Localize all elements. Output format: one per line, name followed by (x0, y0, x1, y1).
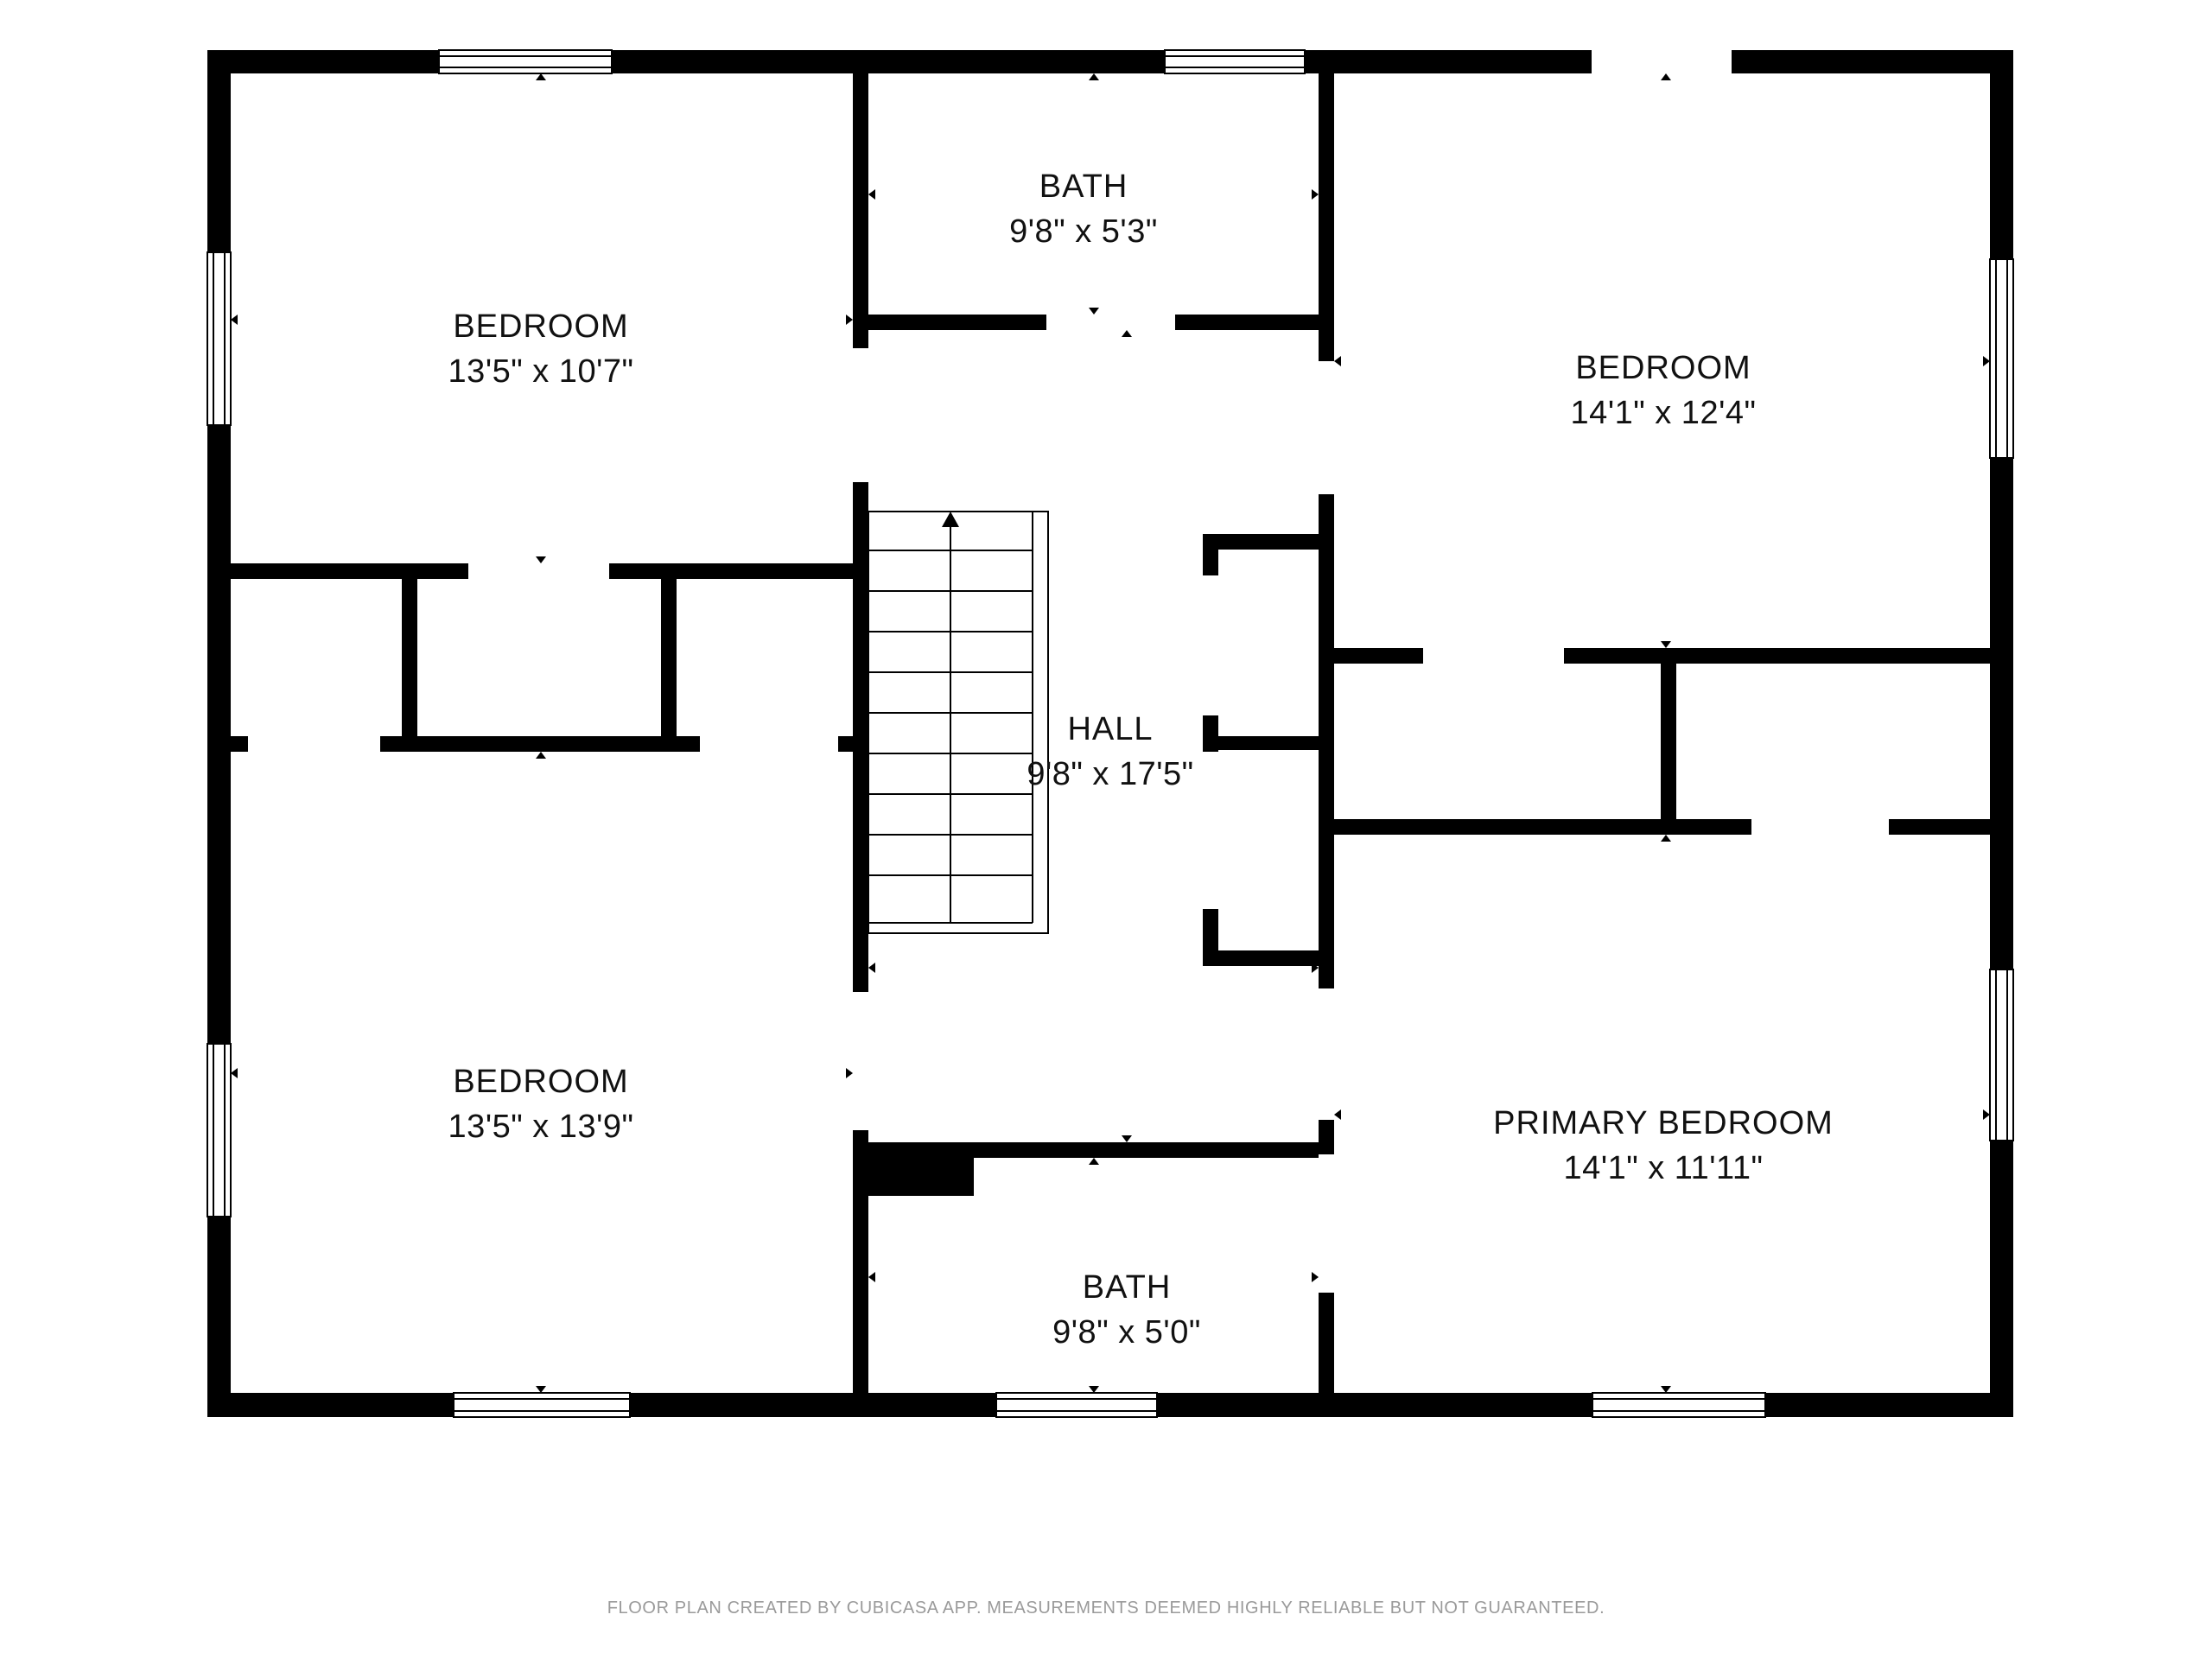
room-name: BEDROOM (453, 308, 628, 345)
windows (207, 49, 2014, 1418)
dimension-markers (231, 73, 1990, 1393)
room-name: BATH (1039, 168, 1128, 205)
room-label-bedroom-sw: BEDROOM 13'5" x 13'9" (448, 1064, 634, 1145)
footer-disclaimer: FLOOR PLAN CREATED BY CUBICASA APP. MEAS… (607, 1599, 1605, 1618)
room-name: BEDROOM (1575, 350, 1751, 386)
room-label-bedroom-ne: BEDROOM 14'1" x 12'4" (1571, 350, 1757, 431)
window-east-2 (1989, 969, 2014, 1141)
stair-up-arrow-icon (942, 512, 959, 527)
window-west-2 (207, 1043, 232, 1217)
interior-walls (231, 50, 1990, 1417)
room-label-bedroom-nw: BEDROOM 13'5" x 10'7" (448, 308, 634, 390)
staircase (868, 511, 1049, 934)
window-south-2 (995, 1392, 1158, 1418)
window-north-2 (1164, 49, 1306, 74)
room-name: HALL (1067, 711, 1153, 747)
room-name: PRIMARY BEDROOM (1493, 1105, 1834, 1141)
window-west-1 (207, 251, 232, 426)
room-label-hall: HALL 9'8" x 17'5" (1027, 711, 1193, 792)
window-south-3 (1592, 1392, 1766, 1418)
window-north-1 (438, 49, 613, 74)
room-dimensions: 9'8" x 5'3" (1009, 213, 1158, 250)
room-dimensions: 9'8" x 17'5" (1027, 756, 1193, 792)
room-label-primary-bedroom: PRIMARY BEDROOM 14'1" x 11'11" (1493, 1105, 1834, 1186)
window-south-1 (453, 1392, 631, 1418)
room-name: BEDROOM (453, 1064, 628, 1100)
room-dimensions: 13'5" x 10'7" (448, 353, 634, 390)
room-label-bath-south: BATH 9'8" x 5'0" (1052, 1269, 1201, 1351)
room-name: BATH (1083, 1269, 1172, 1306)
room-dimensions: 14'1" x 12'4" (1571, 395, 1757, 431)
room-dimensions: 13'5" x 13'9" (448, 1109, 634, 1145)
window-north-3 (1592, 50, 1732, 73)
room-label-bath-north: BATH 9'8" x 5'3" (1009, 168, 1158, 250)
room-dimensions: 9'8" x 5'0" (1052, 1314, 1201, 1351)
window-east-1 (1989, 258, 2014, 459)
room-dimensions: 14'1" x 11'11" (1564, 1150, 1764, 1186)
